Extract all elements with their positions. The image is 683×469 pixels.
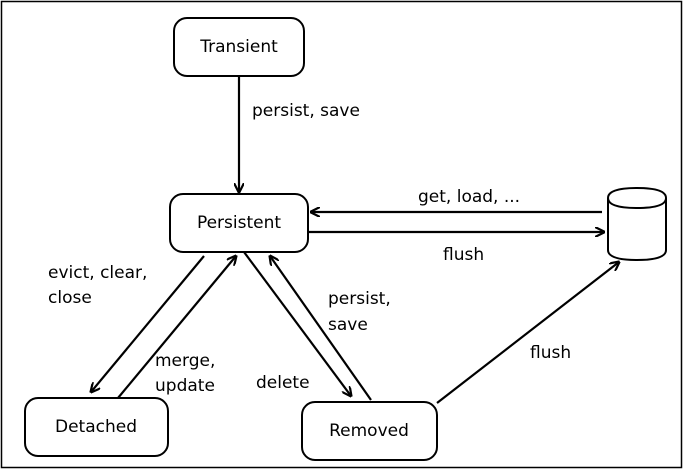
state-removed-label: Removed — [329, 421, 409, 441]
edge-persistent-to-detached — [91, 255, 205, 392]
state-removed-box — [301, 401, 438, 461]
state-transient-label: Transient — [199, 37, 278, 57]
state-detached-box — [24, 397, 169, 457]
label-persist-save: persist, save — [252, 101, 360, 121]
label-close: close — [48, 288, 92, 308]
state-persistent-label: Persistent — [197, 213, 281, 233]
state-detached: Detached — [24, 397, 169, 457]
state-persistent: Persistent — [169, 193, 309, 253]
label-flush-top: flush — [443, 245, 484, 265]
edge-persistent-to-removed — [243, 251, 351, 396]
edge-removed-to-database — [436, 262, 619, 404]
label-evict-clear: evict, clear, — [48, 263, 147, 283]
label-persist: persist, — [328, 289, 391, 309]
state-transient: Transient — [173, 17, 305, 77]
edge-removed-to-persistent — [270, 256, 372, 401]
label-save: save — [328, 315, 368, 335]
state-detached-label: Detached — [55, 417, 137, 437]
state-removed: Removed — [301, 401, 438, 461]
label-delete: delete — [256, 373, 310, 393]
state-persistent-box — [169, 193, 309, 253]
label-merge: merge, — [155, 351, 215, 371]
label-update: update — [155, 376, 215, 396]
label-get-load: get, load, ... — [418, 187, 520, 207]
label-flush-bottom: flush — [530, 343, 571, 363]
edge-detached-to-persistent — [117, 256, 236, 399]
database-cylinder-icon — [607, 186, 667, 262]
